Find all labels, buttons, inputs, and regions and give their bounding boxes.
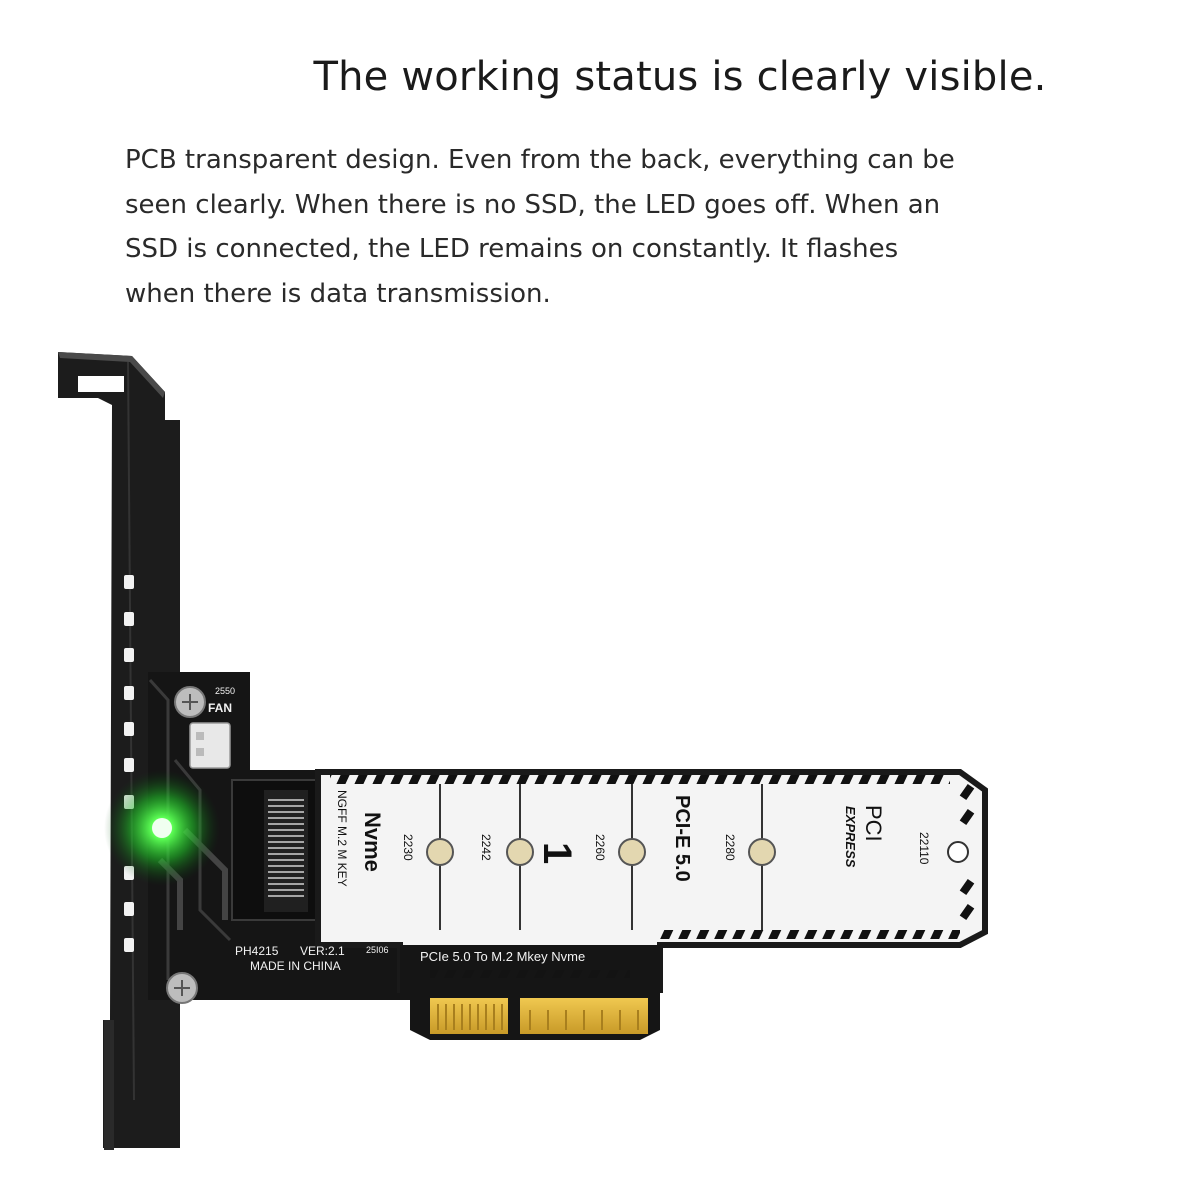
size-2260-label: 2260: [593, 834, 607, 861]
description-line: PCB transparent design. Even from the ba…: [125, 145, 955, 175]
size-2242-label: 2242: [479, 834, 493, 861]
size-2230-label: 2230: [401, 834, 415, 861]
model-label: PH4215: [235, 944, 279, 958]
origin-label: MADE IN CHINA: [250, 959, 341, 973]
description-line: when there is data transmission.: [125, 278, 551, 309]
version-label: VER:2.1: [300, 944, 345, 958]
description-line: seen clearly. When there is no SSD, the …: [125, 189, 941, 220]
pci-logo-label: PCI: [861, 805, 886, 842]
description-line: SSD is connected, the LED remains on con…: [125, 234, 899, 264]
screw-icon: [174, 686, 206, 718]
fan-size-label: 2550: [215, 686, 235, 696]
slot-number-label: 1: [535, 842, 579, 864]
express-label: EXPRESS: [843, 806, 858, 868]
fan-label: FAN: [208, 701, 232, 715]
fan-connector: 2550 FAN: [189, 686, 235, 769]
pcie-label: PCI-E 5.0: [671, 795, 693, 882]
gold-fingers: [430, 998, 648, 1034]
size-22110-label: 22110: [917, 832, 931, 865]
nvme-label: Nvme: [360, 812, 385, 872]
m2-connector: [231, 779, 317, 921]
date-label: 25I06: [366, 945, 389, 955]
product-line-label: PCIe 5.0 To M.2 Mkey Nvme: [420, 949, 585, 964]
ngff-label: NGFF M.2 M KEY: [335, 790, 349, 887]
headline: The working status is clearly visible.: [313, 54, 1047, 100]
size-2280-label: 2280: [723, 834, 737, 861]
description: PCB transparent design. Even from the ba…: [125, 138, 1025, 316]
status-led: [104, 770, 220, 886]
pcb-white-body: [315, 769, 988, 993]
screw-icon: [166, 972, 198, 1004]
